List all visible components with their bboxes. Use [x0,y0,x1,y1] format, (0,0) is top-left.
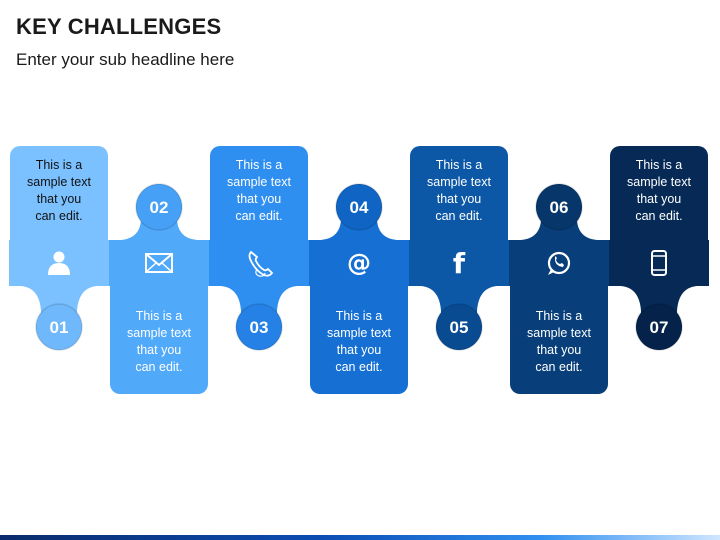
step-text-line: This is a [136,309,183,323]
step-07: 07 This is a sample text that you can edit. [609,146,709,351]
step-text-line: sample text [227,175,291,189]
slide-title: KEY CHALLENGES [16,14,222,39]
step-text-line: This is a [436,158,483,172]
step-number: 03 [250,318,269,337]
step-text-line: This is a [536,309,583,323]
step-03: 03 This is a sample text that you can edit. [209,146,309,351]
step-05: 05 f This is a sample text that you can edit. [409,146,509,351]
step-text-line: sample text [627,175,691,189]
step-text-line: sample text [527,326,591,340]
step-text-line: can edit. [235,209,282,223]
bottom-accent-bar [0,535,720,540]
step-card [610,146,708,242]
user-icon [48,251,70,275]
step-band [309,240,409,286]
step-text-line: This is a [336,309,383,323]
step-text-line: that you [137,343,182,357]
step-card [410,146,508,242]
step-number: 02 [150,198,169,217]
step-band [509,240,609,286]
envelope-icon [145,253,173,273]
svg-text:f: f [453,247,466,280]
step-card [110,286,208,394]
step-text-line: that you [337,343,382,357]
step-band [209,240,309,286]
step-number: 01 [50,318,69,337]
step-text-line: This is a [636,158,683,172]
step-card [10,146,108,242]
step-band [609,240,709,286]
step-text-line: sample text [427,175,491,189]
step-number: 04 [350,198,369,217]
whatsapp-icon [547,251,571,275]
step-text-line: This is a [36,158,83,172]
step-card [310,286,408,394]
step-number: 06 [550,198,569,217]
step-number-circle [36,304,82,350]
step-number: 05 [450,318,469,337]
step-text-line: sample text [127,326,191,340]
step-band [109,240,209,286]
step-04: 04 @ This is a sample text that you can edit. [309,183,409,394]
smartphone-icon [651,250,667,276]
step-text-line: that you [637,192,682,206]
step-number-circle [536,184,582,230]
step-text-line: can edit. [35,209,82,223]
step-number: 07 [650,318,669,337]
step-text-line: sample text [27,175,91,189]
step-text-line: can edit. [135,360,182,374]
svg-text:@: @ [347,249,371,277]
slide-subtitle: Enter your sub headline here [16,50,235,69]
step-text-line: sample text [327,326,391,340]
step-text-line: that you [437,192,482,206]
at-sign-icon: @ [347,249,371,277]
step-01: 01 This is a sample text that you can edit. [9,146,109,351]
step-text-line: can edit. [335,360,382,374]
facebook-icon: f [453,247,466,280]
step-number-circle [336,184,382,230]
step-text-line: that you [237,192,282,206]
step-card [210,146,308,242]
step-number-circle [236,304,282,350]
step-text-line: that you [537,343,582,357]
step-number-circle [636,304,682,350]
step-text-line: can edit. [635,209,682,223]
step-text-line: This is a [236,158,283,172]
step-card [510,286,608,394]
step-text-line: can edit. [535,360,582,374]
step-number-circle [136,184,182,230]
step-number-circle [436,304,482,350]
step-band [409,240,509,286]
step-text-line: that you [37,192,82,206]
phone-icon [248,250,274,277]
step-text-line: can edit. [435,209,482,223]
